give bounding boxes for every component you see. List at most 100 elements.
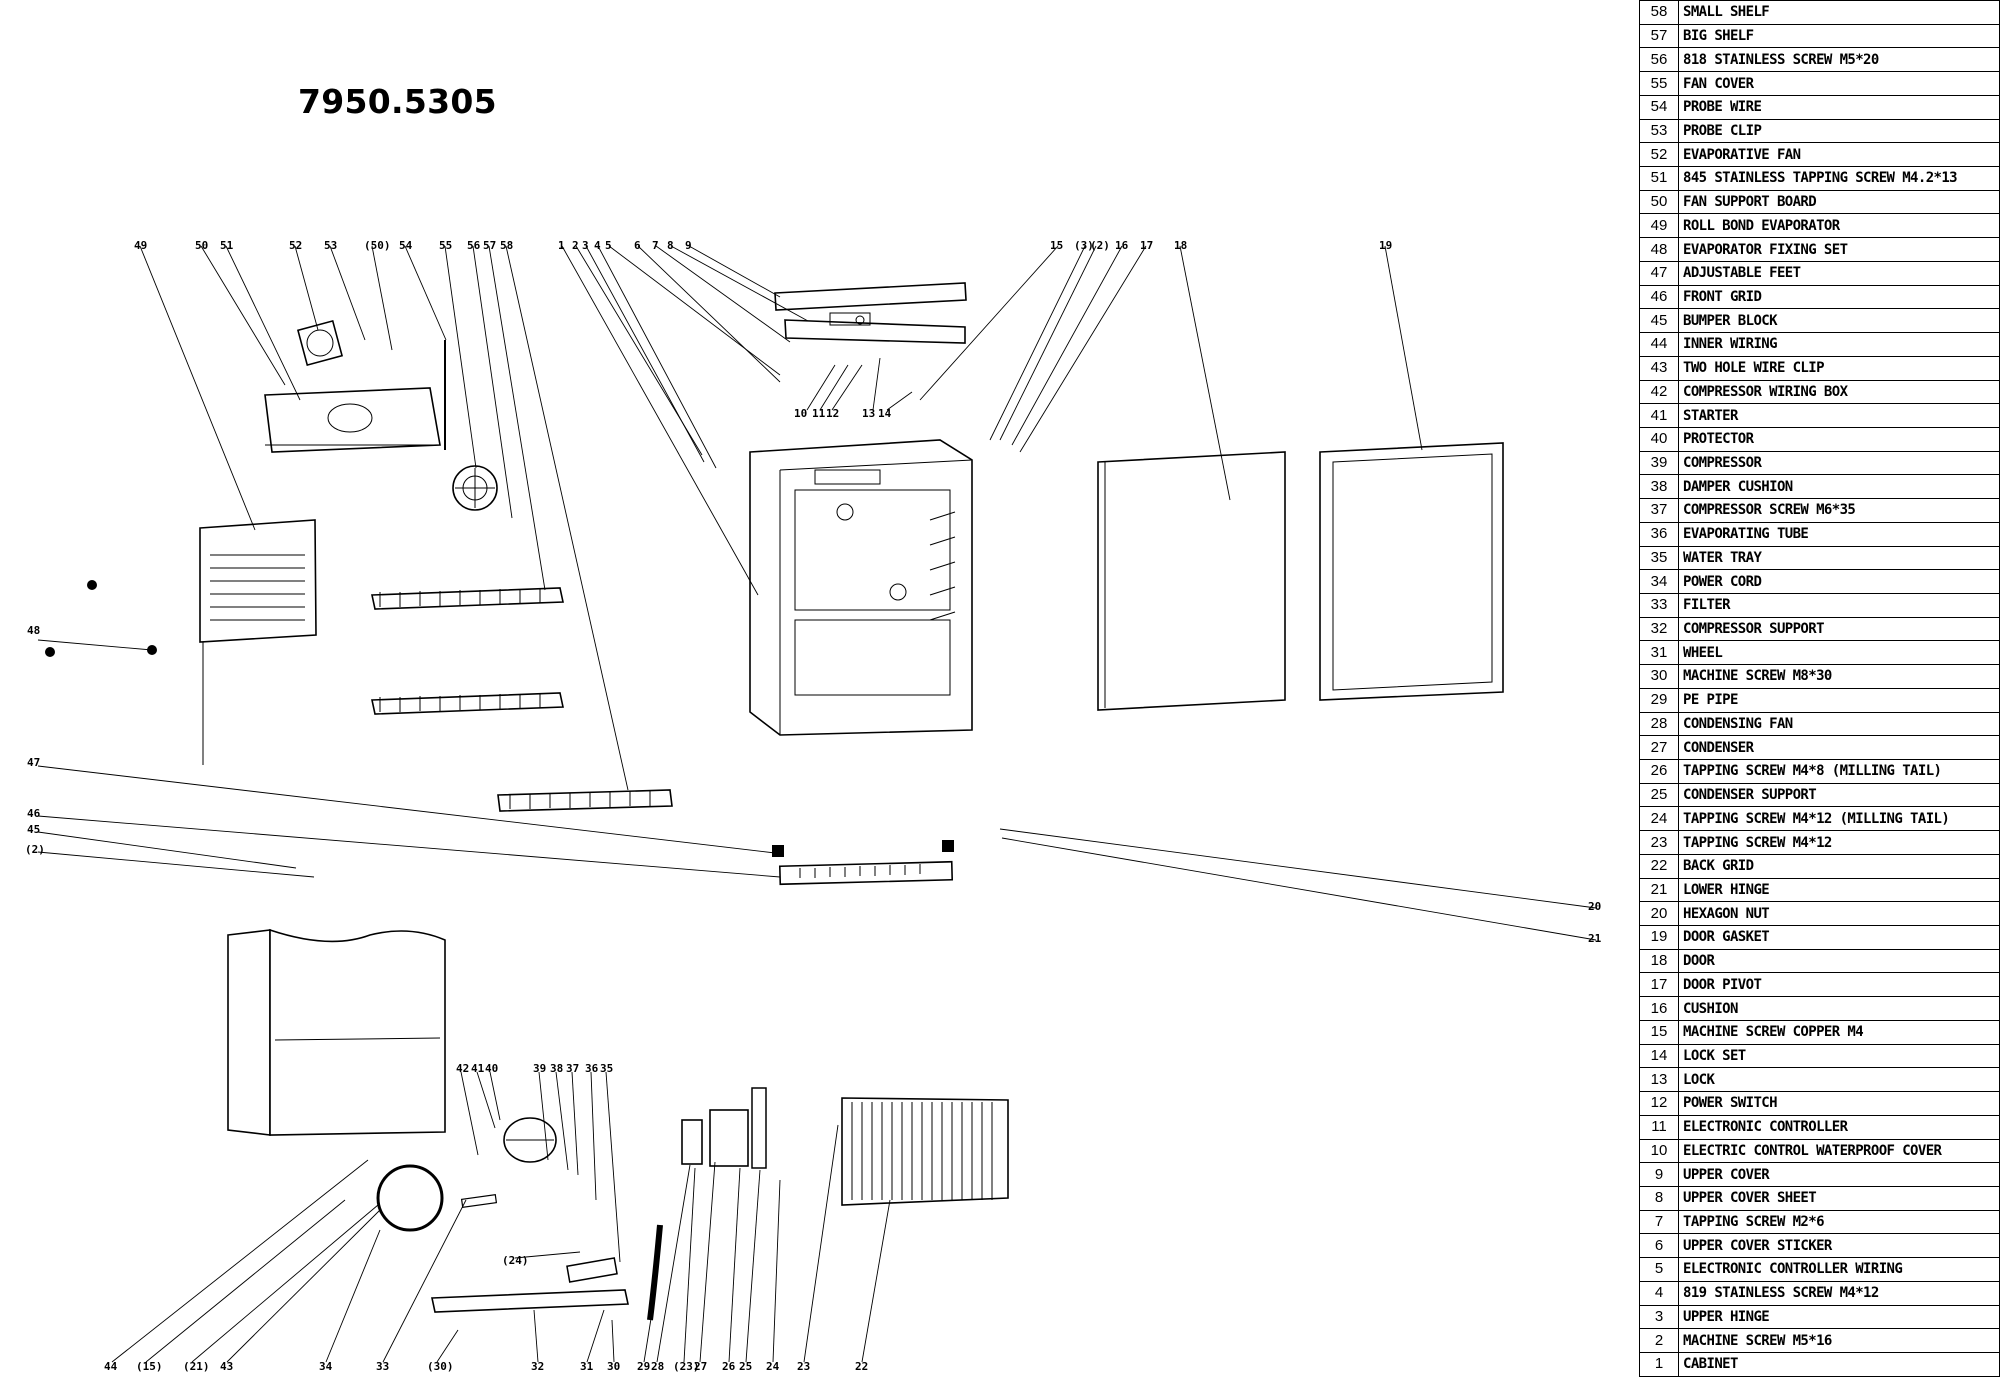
callout-25: 25 [739,1360,752,1373]
part-number: 32 [1639,616,1679,642]
front-grid [778,860,954,886]
part-number: 35 [1639,545,1679,571]
part-number: 24 [1639,806,1679,832]
part-name: TAPPING SCREW M4*12 (MILLING TAIL) [1678,806,2000,832]
callout-58: 58 [500,239,513,252]
callout-53: 53 [324,239,337,252]
callout-19: 19 [1379,239,1392,252]
compressor-support [431,1289,629,1313]
part-number: 9 [1639,1162,1679,1187]
callout-56: 56 [467,239,481,252]
part-number: 25 [1639,782,1679,808]
part-name: EVAPORATOR FIXING SET [1678,237,2000,262]
callout-51: 51 [220,239,234,252]
part-name: DAMPER CUSHION [1678,474,2000,500]
callout-43: 43 [220,1360,233,1373]
evaporator-fixing-part [87,580,97,590]
part-name: PROBE CLIP [1678,118,2000,144]
callout-48: 48 [27,624,40,637]
part-number: 23 [1639,830,1679,855]
part-name: LOCK SET [1678,1043,2000,1069]
callout-5: 5 [605,239,612,252]
water-tray [566,1257,618,1283]
callout-23b: (23) [673,1360,700,1373]
part-number: 48 [1639,237,1679,262]
adjustable-foot [772,845,784,857]
part-name: INNER WIRING [1678,332,2000,357]
part-number: 29 [1639,687,1679,713]
cabinet [749,439,973,736]
part-name: MACHINE SCREW M5*16 [1678,1328,2000,1353]
back-grid [841,1097,1009,1206]
part-number: 49 [1639,213,1679,239]
callout-28: 28 [651,1360,664,1373]
callout-9: 9 [685,239,692,252]
part-number: 58 [1639,0,1679,25]
callout-17: 17 [1140,239,1153,252]
part-number: 39 [1639,450,1679,476]
part-name: COMPRESSOR SCREW M6*35 [1678,498,2000,523]
callout-37: 37 [566,1062,579,1075]
part-name: PROTECTOR [1678,426,2000,452]
part-name: BIG SHELF [1678,23,2000,49]
part-number: 3 [1639,1304,1679,1330]
part-number: 17 [1639,972,1679,998]
part-name: LOCK [1678,1067,2000,1093]
part-number: 30 [1639,664,1679,689]
callout-7: 7 [652,239,659,252]
evaporative-fan [296,319,344,367]
part-name: POWER CORD [1678,569,2000,594]
callout-18: 18 [1174,239,1187,252]
part-number: 31 [1639,640,1679,666]
callout-29: 29 [637,1360,650,1373]
callout-31: 31 [580,1360,594,1373]
part-number: 22 [1639,853,1679,879]
callout-3b: (3) [1074,239,1094,252]
part-name: 819 STAINLESS SCREW M4*12 [1678,1280,2000,1306]
filter [460,1193,498,1209]
callout-1: 1 [558,239,565,252]
part-name: BACK GRID [1678,853,2000,879]
callout-23: 23 [797,1360,810,1373]
callout-2: 2 [572,239,579,252]
part-name: TWO HOLE WIRE CLIP [1678,355,2000,381]
callout-labels: 49 50 51 52 53 (50) 54 55 56 57 58 1 2 3… [25,239,1602,1373]
part-name: STARTER [1678,403,2000,428]
part-number: 34 [1639,569,1679,594]
callout-3: 3 [582,239,589,252]
part-number: 18 [1639,948,1679,974]
part-number: 55 [1639,71,1679,96]
compressor-support-housing [227,928,446,1136]
part-name: ELECTRONIC CONTROLLER WIRING [1678,1257,2000,1282]
part-number: 2 [1639,1328,1679,1353]
callout-49: 49 [134,239,147,252]
callout-13: 13 [862,407,875,420]
callout-27: 27 [694,1360,707,1373]
part-number: 11 [1639,1114,1679,1140]
callout-40: 40 [485,1062,498,1075]
callout-32: 32 [531,1360,544,1373]
part-name: UPPER COVER STICKER [1678,1233,2000,1259]
part-name: SMALL SHELF [1678,0,2000,25]
part-number: 20 [1639,901,1679,927]
part-name: TAPPING SCREW M4*8 (MILLING TAIL) [1678,759,2000,784]
